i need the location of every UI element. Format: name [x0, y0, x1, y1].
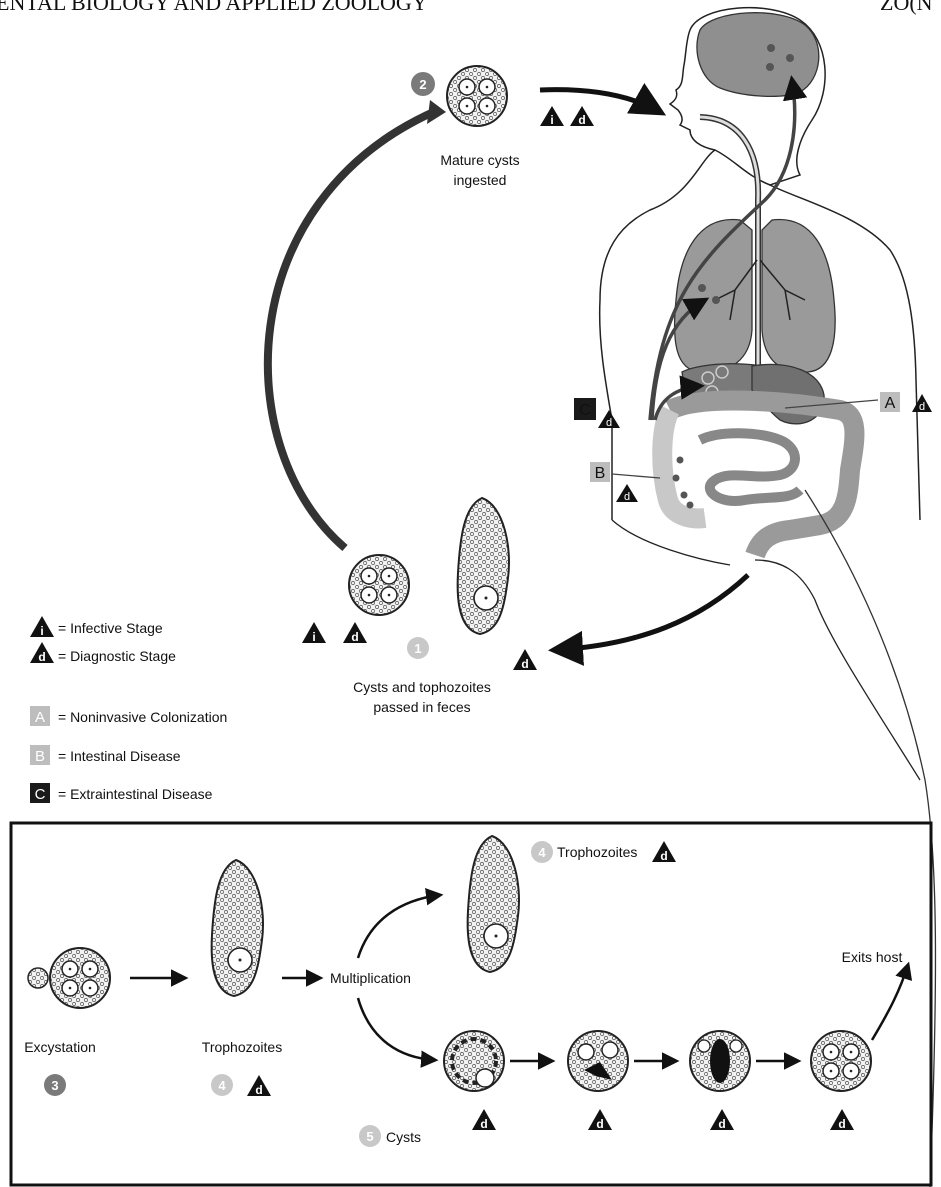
mature-cyst: [811, 1031, 871, 1091]
trophozoites-label: Trophozoites: [202, 1039, 282, 1055]
svg-text:d: d: [919, 401, 925, 413]
brain: [697, 13, 819, 97]
legend-infective: = Infective Stage: [58, 620, 163, 636]
svg-text:2: 2: [419, 77, 426, 92]
legend-extraintestinal: = Extraintestinal Disease: [58, 786, 213, 802]
svg-text:A: A: [35, 709, 45, 726]
svg-text:d: d: [718, 1117, 725, 1131]
svg-text:d: d: [480, 1117, 487, 1131]
legend: i = Infective Stage d = Diagnostic Stage…: [30, 616, 227, 803]
legend-intestinal: = Intestinal Disease: [58, 748, 181, 764]
svg-text:d: d: [578, 113, 585, 127]
svg-text:i: i: [550, 113, 553, 127]
svg-text:d: d: [38, 650, 45, 664]
passed-label-1: Cysts and tophozoites: [353, 679, 491, 695]
svg-text:C: C: [35, 786, 46, 803]
trophozoites-top-label: Trophozoites: [557, 844, 637, 860]
mature-cysts-label-1: Mature cysts: [440, 152, 519, 168]
excretion-arrow: [555, 575, 748, 650]
passed-trophozoite: [458, 498, 509, 634]
precyst-stage-1: [444, 1031, 504, 1091]
cysts-label: Cysts: [386, 1129, 421, 1145]
ingestion-arrow: [540, 90, 660, 112]
right-lung: [762, 220, 835, 373]
svg-text:d: d: [838, 1117, 845, 1131]
svg-text:i: i: [312, 630, 315, 644]
mature-cysts-label-2: ingested: [454, 172, 507, 188]
cycle-arc-arrow: [268, 110, 438, 548]
passed-label-2: passed in feces: [373, 699, 470, 715]
passed-cyst: [349, 555, 409, 615]
legend-diagnostic: = Diagnostic Stage: [58, 648, 176, 664]
svg-text:d: d: [660, 849, 667, 863]
small-intestine: [700, 433, 800, 501]
svg-text:A: A: [885, 395, 896, 412]
svg-text:B: B: [595, 465, 606, 482]
mature-cyst-ingested: [447, 66, 507, 126]
page-header-right: ZO(N: [880, 0, 933, 15]
legend-noninvasive: = Noninvasive Colonization: [58, 709, 227, 725]
trophozoite: [212, 860, 263, 996]
svg-text:4: 4: [538, 845, 546, 860]
human-body-illustration: [600, 8, 920, 780]
exits-host-label: Exits host: [842, 949, 903, 965]
cyst-stage-2: [568, 1031, 628, 1091]
trophozoite-multiplied: [468, 836, 519, 972]
svg-text:B: B: [35, 748, 45, 765]
svg-text:i: i: [40, 624, 43, 638]
multiplication-label: Multiplication: [330, 970, 411, 986]
svg-text:d: d: [606, 417, 612, 429]
svg-text:d: d: [624, 491, 630, 503]
svg-text:d: d: [255, 1083, 262, 1097]
svg-text:4: 4: [218, 1078, 226, 1093]
page-header-left: ENTAL BIOLOGY AND APPLIED ZOOLOGY: [0, 0, 428, 15]
svg-text:d: d: [596, 1117, 603, 1131]
svg-text:d: d: [351, 630, 358, 644]
svg-text:d: d: [521, 657, 528, 671]
svg-text:5: 5: [366, 1129, 373, 1144]
cyst-stage-3: [690, 1031, 750, 1091]
svg-text:1: 1: [414, 641, 421, 656]
svg-text:3: 3: [51, 1078, 58, 1093]
excysting-cyst: [28, 948, 110, 1008]
excystation-label: Excystation: [24, 1039, 96, 1055]
svg-text:C: C: [579, 402, 591, 419]
left-lung: [675, 220, 752, 373]
